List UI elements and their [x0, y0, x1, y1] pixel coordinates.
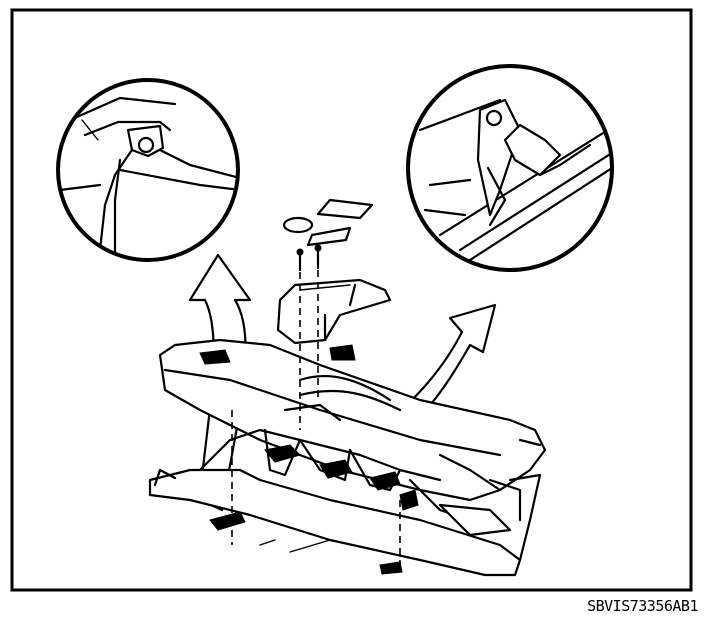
alignment-lines [231, 270, 401, 565]
seat-cushion [158, 338, 547, 502]
detail-circle-right [406, 64, 614, 272]
latch-brackets [199, 344, 419, 575]
detail-circle-left [56, 78, 240, 262]
seat-base-frame [148, 428, 542, 577]
figure-caption: SBVIS73356AB1 [587, 597, 698, 615]
diagram-frame [10, 8, 693, 592]
strap-lines [259, 375, 402, 553]
clip-parts [282, 198, 374, 272]
armrest-cover [276, 278, 392, 345]
